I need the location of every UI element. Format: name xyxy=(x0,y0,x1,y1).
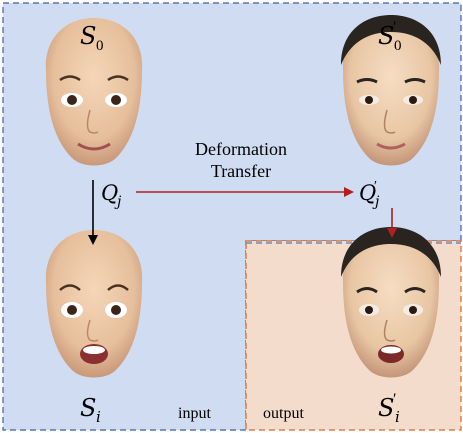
face-s0-prime xyxy=(341,15,441,166)
svg-text:i: i xyxy=(395,408,400,426)
svg-text:Q: Q xyxy=(101,181,118,205)
transfer-label-line1: Deformation xyxy=(195,139,287,159)
svg-text:′: ′ xyxy=(393,391,397,408)
svg-text:Q: Q xyxy=(359,181,376,205)
label-qj-prime: Q ′ j xyxy=(359,179,380,210)
label-s0-prime: S ′ 0 xyxy=(378,19,402,54)
face-si xyxy=(45,230,143,378)
svg-text:S: S xyxy=(378,394,394,422)
label-qj: Q j xyxy=(101,181,122,210)
svg-text:i: i xyxy=(96,408,101,426)
svg-text:j: j xyxy=(372,194,380,210)
face-si-prime xyxy=(341,227,441,378)
svg-text:0: 0 xyxy=(394,38,402,54)
svg-text:S: S xyxy=(80,22,96,50)
output-label: output xyxy=(263,405,304,422)
svg-text:′: ′ xyxy=(374,179,377,194)
transfer-label-line2: Transfer xyxy=(211,161,271,181)
svg-text:0: 0 xyxy=(96,38,104,54)
svg-text:S: S xyxy=(80,394,96,422)
input-label: input xyxy=(178,405,211,422)
label-s0: S 0 xyxy=(80,22,104,54)
label-si-prime: S ′ i xyxy=(378,391,400,426)
svg-text:S: S xyxy=(378,22,394,50)
svg-text:′: ′ xyxy=(393,19,397,36)
face-s0 xyxy=(45,18,143,166)
svg-text:j: j xyxy=(114,194,122,210)
label-si: S i xyxy=(80,394,101,426)
